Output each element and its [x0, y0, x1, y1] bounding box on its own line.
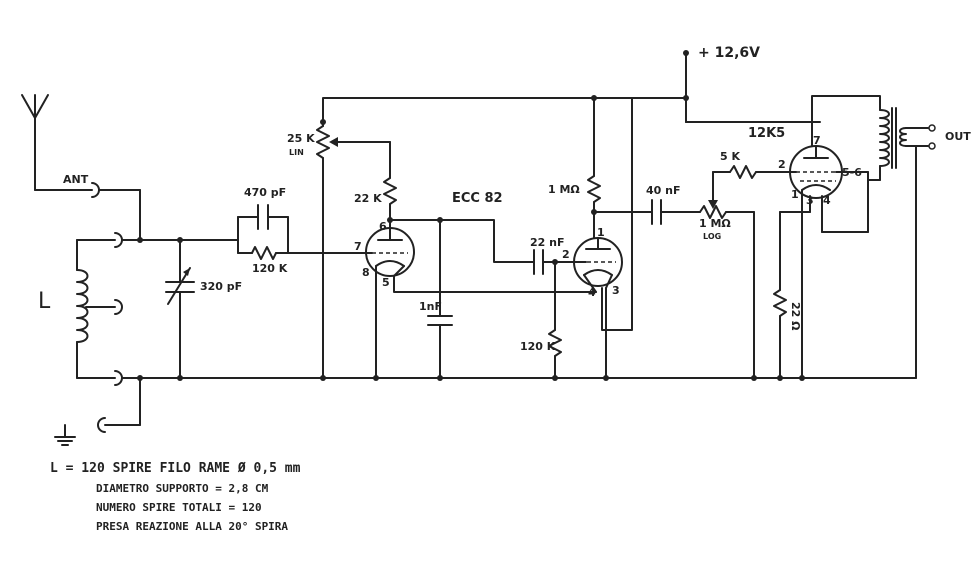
- coil-l: L: [38, 232, 123, 386]
- r-22k: 22 K: [354, 141, 397, 229]
- r-120k-grid-label: 120 K: [252, 262, 288, 275]
- r-22ohm: 22 Ω: [773, 211, 802, 379]
- supply-label: + 12,6V: [698, 45, 760, 61]
- r-22ohm-label: 22 Ω: [789, 302, 802, 331]
- output-label: OUT: [945, 130, 971, 143]
- v1-pin2: 2: [562, 248, 570, 261]
- supply-terminal: + 12,6V: [683, 45, 760, 123]
- c-470pf-label: 470 pF: [244, 186, 286, 199]
- pot-25k: 25 K LIN: [287, 121, 391, 379]
- note-line4: PRESA REAZIONE ALLA 20° SPIRA: [96, 520, 288, 533]
- pot-1mohm-label: 1 MΩ: [699, 217, 731, 230]
- v1-pin1: 1: [597, 226, 605, 239]
- v2-pin56: 5-6: [842, 166, 862, 179]
- note-line1: L = 120 SPIRE FILO RAME Ø 0,5 mm: [50, 461, 301, 476]
- v2-pin1: 1: [791, 188, 799, 201]
- c-40nf-label: 40 nF: [646, 184, 680, 197]
- v1-pin7: 7: [354, 240, 362, 253]
- r-1mohm-label: 1 MΩ: [548, 183, 580, 196]
- tube-ecc82-label: ECC 82: [452, 191, 503, 206]
- v1-pin5: 5: [382, 276, 390, 289]
- pot-25k-label: 25 K: [287, 132, 315, 145]
- r-120k-cathode: 120 K: [520, 261, 562, 379]
- v1-pin8: 8: [362, 266, 370, 279]
- tube-ecc82-left: 6 7 8 5: [354, 217, 597, 379]
- c-320pf-label: 320 pF: [200, 280, 242, 293]
- antenna: ANT: [21, 94, 141, 241]
- v1-pin6: 6: [379, 220, 387, 233]
- v2-pin2: 2: [778, 158, 786, 171]
- out-terminal-1: [928, 124, 936, 132]
- out-terminal-2: [928, 142, 936, 150]
- ground-bus: [121, 375, 917, 381]
- pot-1mohm-sub: LOG: [703, 232, 721, 241]
- input-tuning: 320 pF: [121, 237, 242, 379]
- r-22k-label: 22 K: [354, 192, 382, 205]
- tube-12k5-label: 12K5: [748, 126, 785, 141]
- note-line3: NUMERO SPIRE TOTALI = 120: [96, 501, 262, 514]
- coil-label: L: [38, 289, 51, 314]
- note-line2: DIAMETRO SUPPORTO = 2,8 CM: [96, 482, 269, 495]
- antenna-label: ANT: [63, 173, 89, 186]
- interstage-coupling: 1nF 22 nF: [389, 217, 587, 379]
- coil-notes: L = 120 SPIRE FILO RAME Ø 0,5 mm DIAMETR…: [50, 461, 301, 533]
- v1-pin3: 3: [612, 284, 620, 297]
- pot-25k-sub: LIN: [289, 148, 304, 157]
- volume-network: 40 nF 1 MΩ LOG: [593, 171, 755, 379]
- v1-pin4: 4: [588, 286, 596, 299]
- c-22nf-label: 22 nF: [530, 236, 564, 249]
- r-1mohm-plate: 1 MΩ: [548, 97, 601, 239]
- output-transformer: OUT: [811, 95, 971, 379]
- tube-12k5: 7 2 5-6 1 3 4: [778, 134, 869, 379]
- r-5k-label: 5 K: [720, 150, 740, 163]
- grid-network: 470 pF 120 K: [237, 186, 363, 275]
- r-120k-cathode-label: 120 K: [520, 340, 556, 353]
- b-plus-bus: [320, 95, 821, 125]
- v2-pin3: 3: [806, 194, 814, 207]
- c-1nf-label: 1nF: [419, 300, 442, 313]
- v2-pin4: 4: [823, 194, 831, 207]
- v2-pin7: 7: [813, 134, 821, 147]
- tube-ecc82-right: 1 2 4 3: [562, 97, 633, 379]
- ground-symbol: [54, 377, 141, 446]
